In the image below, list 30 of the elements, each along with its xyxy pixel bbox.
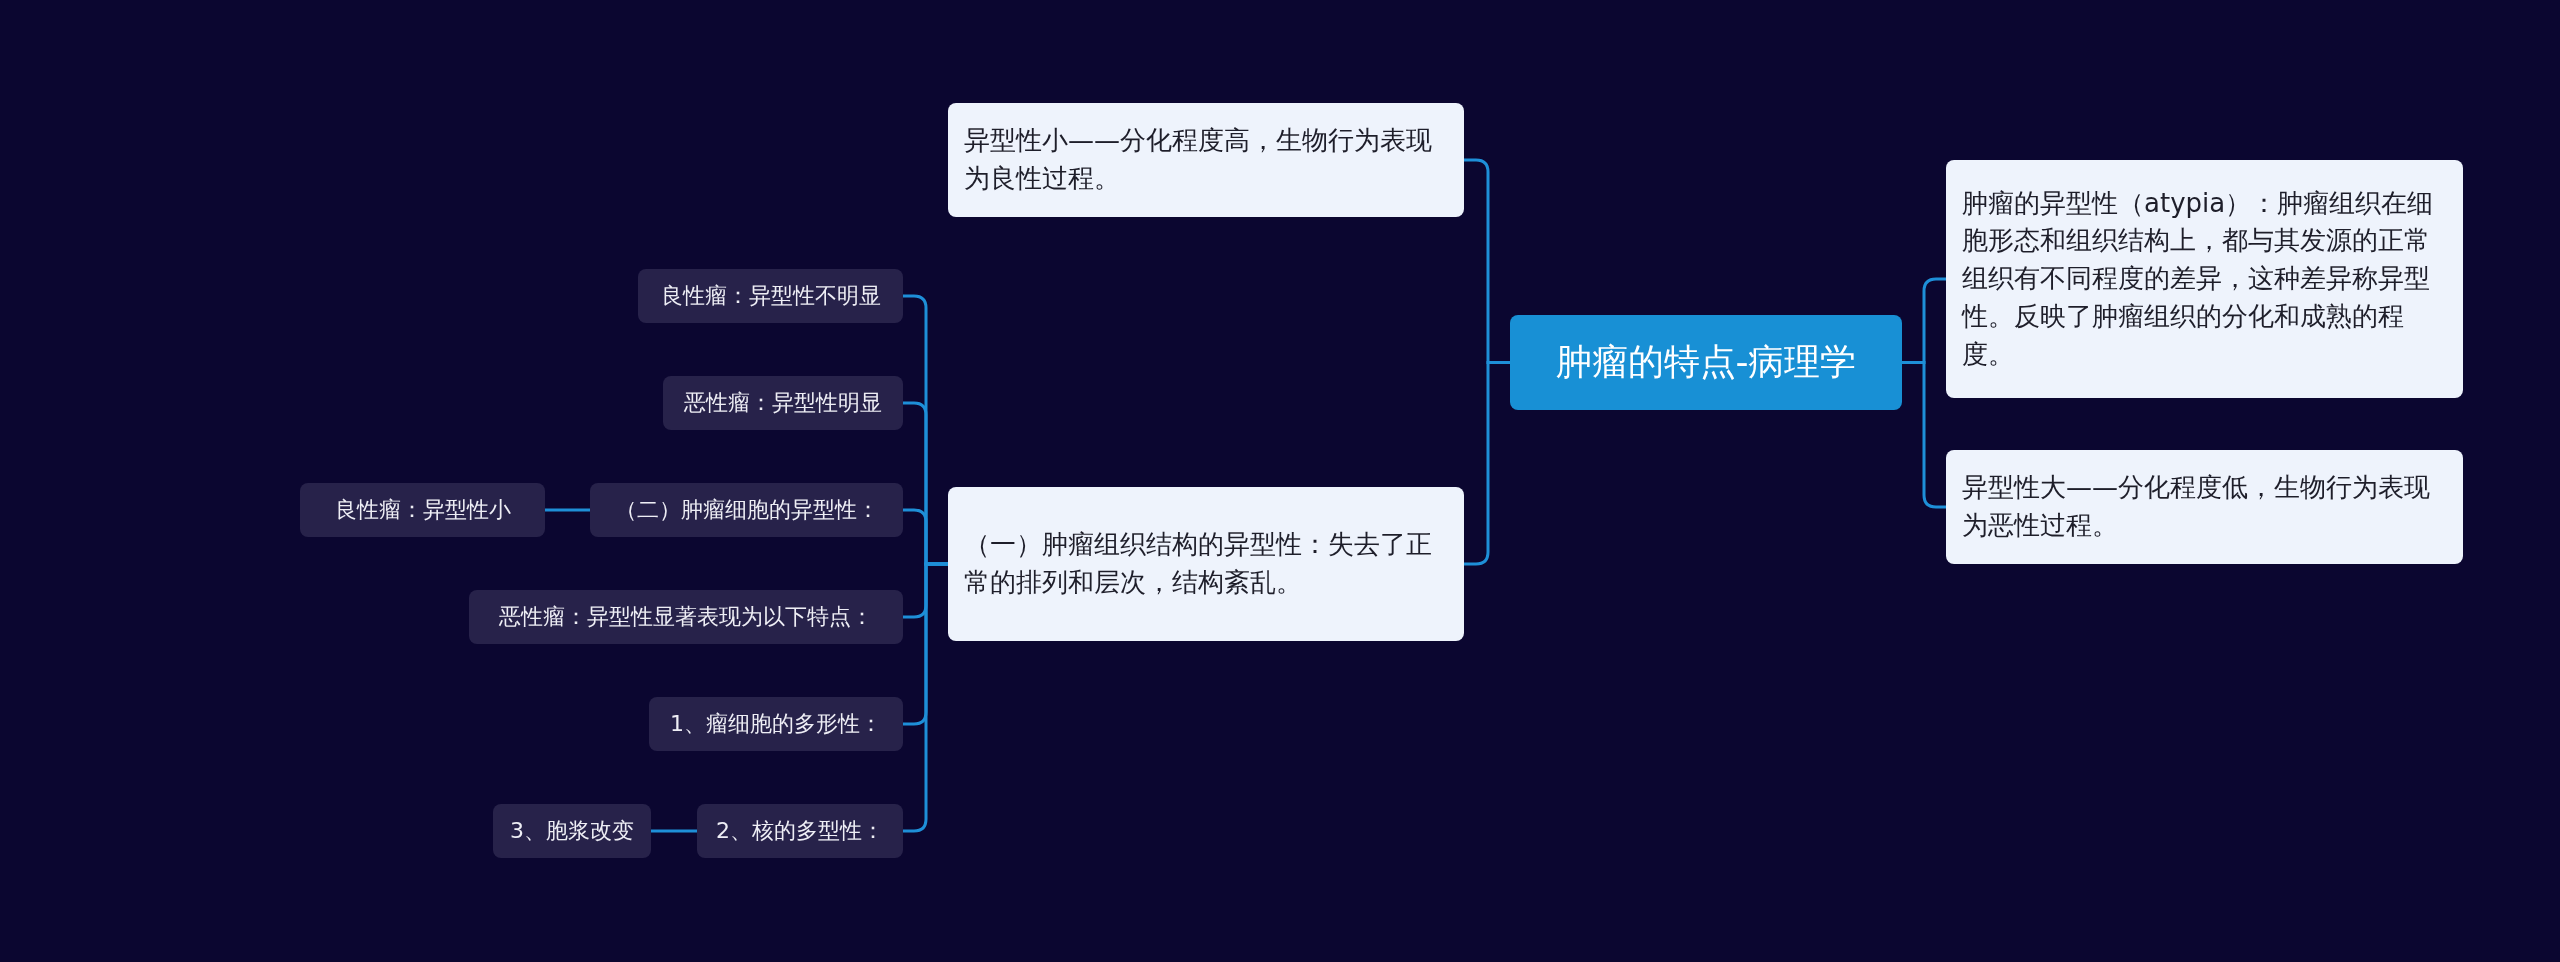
subtopic-box — [638, 269, 903, 323]
topic-text: 2、核的多型性： — [716, 817, 884, 845]
topic-text: （一）肿瘤组织结构的异型性：失去了正常的排列和层次，结构紊乱。 — [964, 528, 1433, 599]
connector-line — [1902, 361, 1946, 509]
topic-box — [948, 487, 1464, 641]
topic-text: （二）肿瘤细胞的异型性： — [614, 496, 879, 524]
topic-text: 肿瘤的异型性（atypia）：肿瘤组织在细胞形态和组织结构上，都与其发源的正常组织有不同程度的差异，这种差异称异型性。反映了肿瘤组织的分化和成熟的程度。 — [1962, 186, 2435, 371]
topic-box — [1946, 160, 2463, 398]
topic-text: 3、胞浆改变 — [510, 817, 634, 845]
central-topic-box — [1510, 315, 1902, 410]
connector-line — [1464, 361, 1510, 566]
connector-line — [651, 829, 697, 833]
subtopic-box — [493, 804, 651, 858]
connector-line — [545, 508, 590, 512]
topic-text: 肿瘤的特点-病理学 — [1555, 340, 1857, 384]
topic-text: 良性瘤：异型性不明显 — [660, 282, 881, 310]
topic-box — [1946, 450, 2463, 564]
topic-text: 异型性大——分化程度低，生物行为表现为恶性过程。 — [1962, 471, 2431, 542]
subtopic-box — [590, 483, 903, 537]
topic-text: 恶性瘤：异型性明显 — [684, 389, 882, 417]
topic-text: 异型性小——分化程度高，生物行为表现为良性过程。 — [964, 124, 1433, 195]
subtopic-box — [663, 376, 903, 430]
subtopic-box — [300, 483, 545, 537]
topic-text: 良性瘤：异型性小 — [334, 496, 511, 524]
subtopic-box — [697, 804, 903, 858]
subtopic-box — [469, 590, 903, 644]
topic-box — [948, 103, 1464, 217]
topic-text: 1、瘤细胞的多形性： — [670, 710, 882, 738]
topic-text: 恶性瘤：异型性显著表现为以下特点： — [499, 603, 873, 631]
subtopic-box — [649, 697, 903, 751]
